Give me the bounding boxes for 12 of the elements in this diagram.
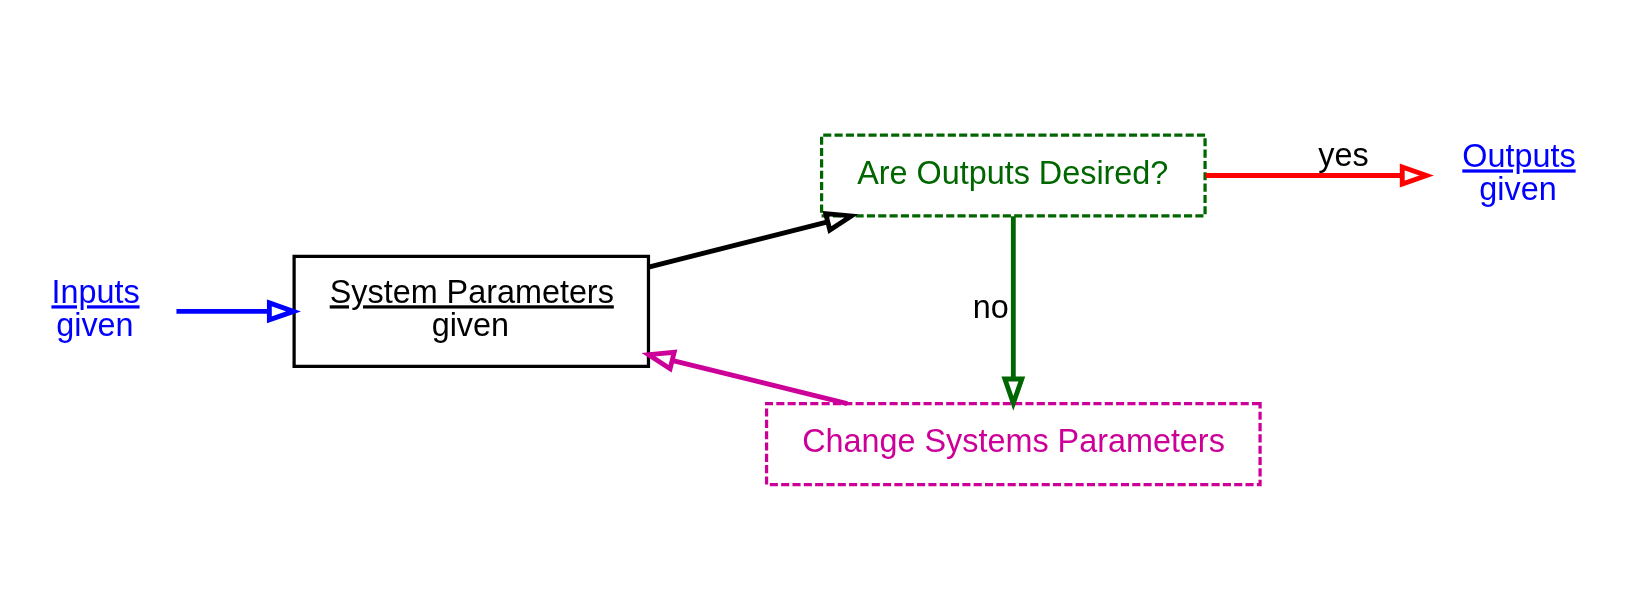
node-box: Are Outputs Desired?	[819, 133, 1207, 218]
arrow	[648, 210, 859, 270]
arrow	[641, 349, 848, 406]
node-text: Inputs given	[51, 274, 140, 343]
node-text: Outputs given	[1462, 138, 1576, 207]
arrow	[1001, 216, 1026, 411]
arrow	[176, 299, 301, 324]
arrow	[1205, 163, 1434, 188]
edge-label: yes	[1318, 136, 1369, 173]
edge-label: no	[972, 288, 1009, 325]
node-box: System Parameters given	[292, 254, 651, 369]
node-box: Change Systems Parameters	[764, 402, 1262, 487]
